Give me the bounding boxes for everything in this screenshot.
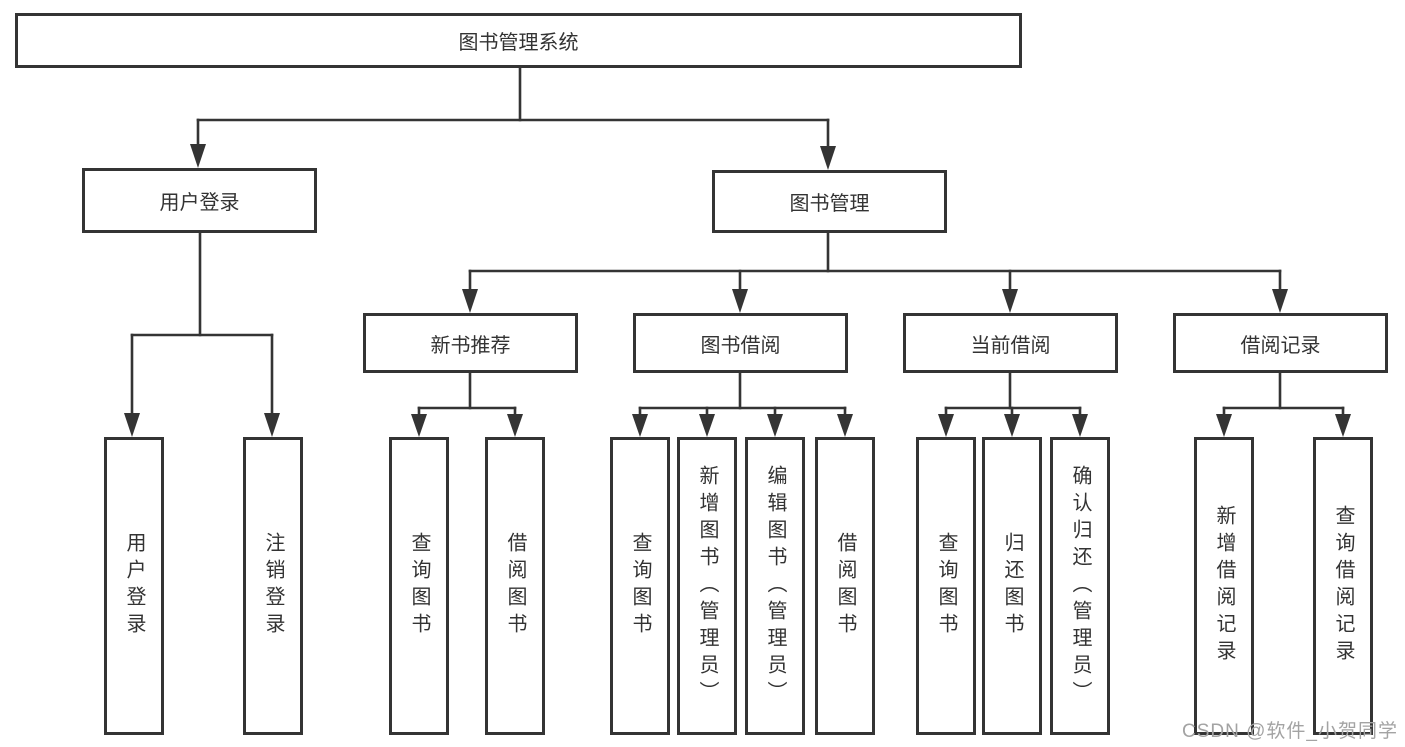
leaf-label: 确认归还（管理员） bbox=[1069, 464, 1091, 708]
node-book-borrowing: 图书借阅 bbox=[633, 313, 848, 373]
leaf-label: 查询图书 bbox=[408, 532, 430, 640]
leaf-label: 新增借阅记录 bbox=[1213, 505, 1235, 667]
leaf-borrowing-add-books-admin: 新增图书（管理员） bbox=[677, 437, 737, 735]
leaf-label: 归还图书 bbox=[1001, 532, 1023, 640]
leaf-current-return-books: 归还图书 bbox=[982, 437, 1042, 735]
node-label: 图书管理系统 bbox=[458, 32, 579, 54]
csdn-watermark: CSDN @软件_小贺同学 bbox=[1182, 721, 1398, 742]
node-label: 图书管理 bbox=[789, 193, 870, 215]
leaf-recommend-query-books: 查询图书 bbox=[389, 437, 449, 735]
leaf-label: 查询图书 bbox=[629, 532, 651, 640]
node-borrow-records: 借阅记录 bbox=[1173, 313, 1388, 373]
node-label: 用户登录 bbox=[159, 192, 240, 214]
leaf-borrowing-query-books: 查询图书 bbox=[610, 437, 670, 735]
node-book-management: 图书管理 bbox=[712, 170, 947, 233]
node-label: 新书推荐 bbox=[430, 334, 511, 357]
leaf-label: 借阅图书 bbox=[834, 532, 856, 640]
leaf-current-query-books: 查询图书 bbox=[916, 437, 976, 735]
leaf-borrowing-borrow-books: 借阅图书 bbox=[815, 437, 875, 735]
leaf-label: 借阅图书 bbox=[504, 532, 526, 640]
node-new-book-recommend: 新书推荐 bbox=[363, 313, 578, 373]
leaf-user-login: 用户登录 bbox=[104, 437, 164, 735]
leaf-current-confirm-return-admin: 确认归还（管理员） bbox=[1050, 437, 1110, 735]
leaf-label: 用户登录 bbox=[123, 532, 145, 640]
leaf-label: 查询图书 bbox=[935, 532, 957, 640]
leaf-label: 新增图书（管理员） bbox=[696, 464, 718, 708]
leaf-label: 查询借阅记录 bbox=[1332, 505, 1354, 667]
leaf-records-query-record: 查询借阅记录 bbox=[1313, 437, 1373, 735]
leaf-records-add-record: 新增借阅记录 bbox=[1194, 437, 1254, 735]
leaf-borrowing-edit-books-admin: 编辑图书（管理员） bbox=[745, 437, 805, 735]
leaf-label: 注销登录 bbox=[262, 532, 284, 640]
leaf-label: 编辑图书（管理员） bbox=[764, 464, 786, 708]
node-current-borrowing: 当前借阅 bbox=[903, 313, 1118, 373]
node-label: 当前借阅 bbox=[970, 334, 1051, 357]
leaf-recommend-borrow-books: 借阅图书 bbox=[485, 437, 545, 735]
node-user-login: 用户登录 bbox=[82, 168, 317, 233]
node-label: 图书借阅 bbox=[700, 334, 781, 357]
node-library-management-system: 图书管理系统 bbox=[15, 13, 1022, 68]
leaf-logout: 注销登录 bbox=[243, 437, 303, 735]
node-label: 借阅记录 bbox=[1240, 334, 1321, 357]
